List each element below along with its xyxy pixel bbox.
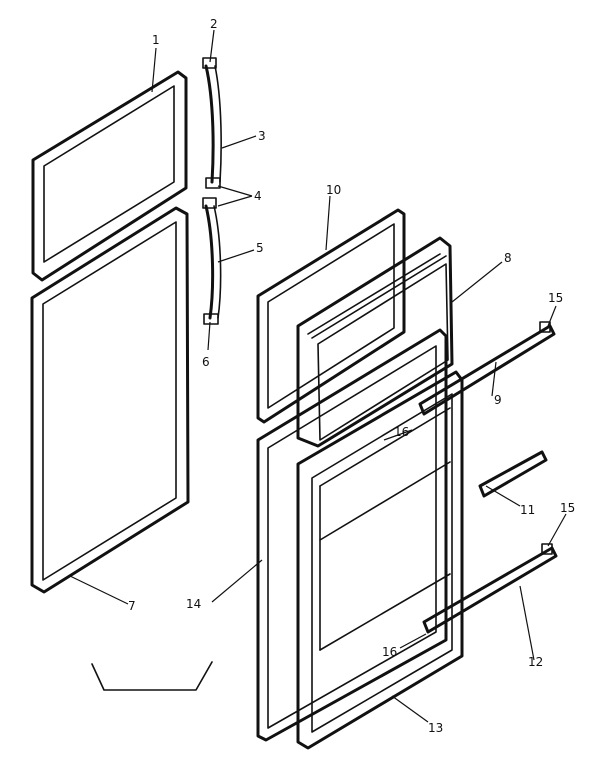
leader-15a (547, 305, 557, 327)
freezer-inner-gasket (256, 208, 406, 424)
leader-16a (383, 429, 413, 441)
leader-9 (491, 361, 497, 397)
callout-9: 9 (494, 393, 502, 407)
callout-15-lower: 15 (560, 501, 575, 515)
leader-12 (519, 585, 535, 661)
leader-7 (69, 575, 129, 605)
leader-4a (217, 185, 253, 197)
leader-5 (217, 249, 255, 263)
partial-outline (91, 661, 213, 691)
leader-15b (547, 513, 567, 547)
callout-13: 13 (428, 721, 443, 735)
callout-14: 14 (186, 597, 201, 611)
shelf-retainer (478, 450, 548, 498)
callout-6: 6 (202, 355, 210, 369)
callout-5: 5 (256, 241, 264, 255)
leader-2 (209, 29, 215, 63)
freezer-door-liner (296, 236, 454, 448)
fresh-food-inner-gasket (256, 328, 448, 742)
freezer-handle (202, 57, 222, 189)
leader-11 (485, 485, 521, 507)
callout-2: 2 (210, 17, 218, 31)
leader-10 (325, 195, 331, 251)
fresh-food-door-liner (296, 370, 464, 750)
door-shelf-lower (422, 543, 558, 634)
fresh-food-handle (202, 197, 222, 325)
leader-6 (207, 321, 211, 351)
leader-8 (451, 261, 503, 303)
leader-4b (217, 195, 253, 207)
leader-1 (151, 47, 157, 93)
leader-16b (399, 633, 427, 649)
leader-13 (391, 695, 429, 723)
callout-4: 4 (254, 189, 262, 203)
leader-3 (221, 135, 257, 149)
callout-3: 3 (258, 129, 266, 143)
callout-15-upper: 15 (548, 291, 563, 305)
freezer-door-gasket (31, 70, 188, 282)
callout-12: 12 (528, 655, 543, 669)
leader-14 (211, 559, 263, 603)
fresh-food-door-gasket (30, 206, 190, 594)
callout-8: 8 (504, 251, 512, 265)
callout-10: 10 (326, 183, 341, 197)
callout-1: 1 (152, 33, 160, 47)
door-shelf-upper (418, 321, 556, 416)
callout-7: 7 (128, 599, 136, 613)
callout-16-lower: 16 (382, 645, 397, 659)
callout-16-upper: 16 (394, 425, 409, 439)
callout-11: 11 (520, 503, 535, 517)
